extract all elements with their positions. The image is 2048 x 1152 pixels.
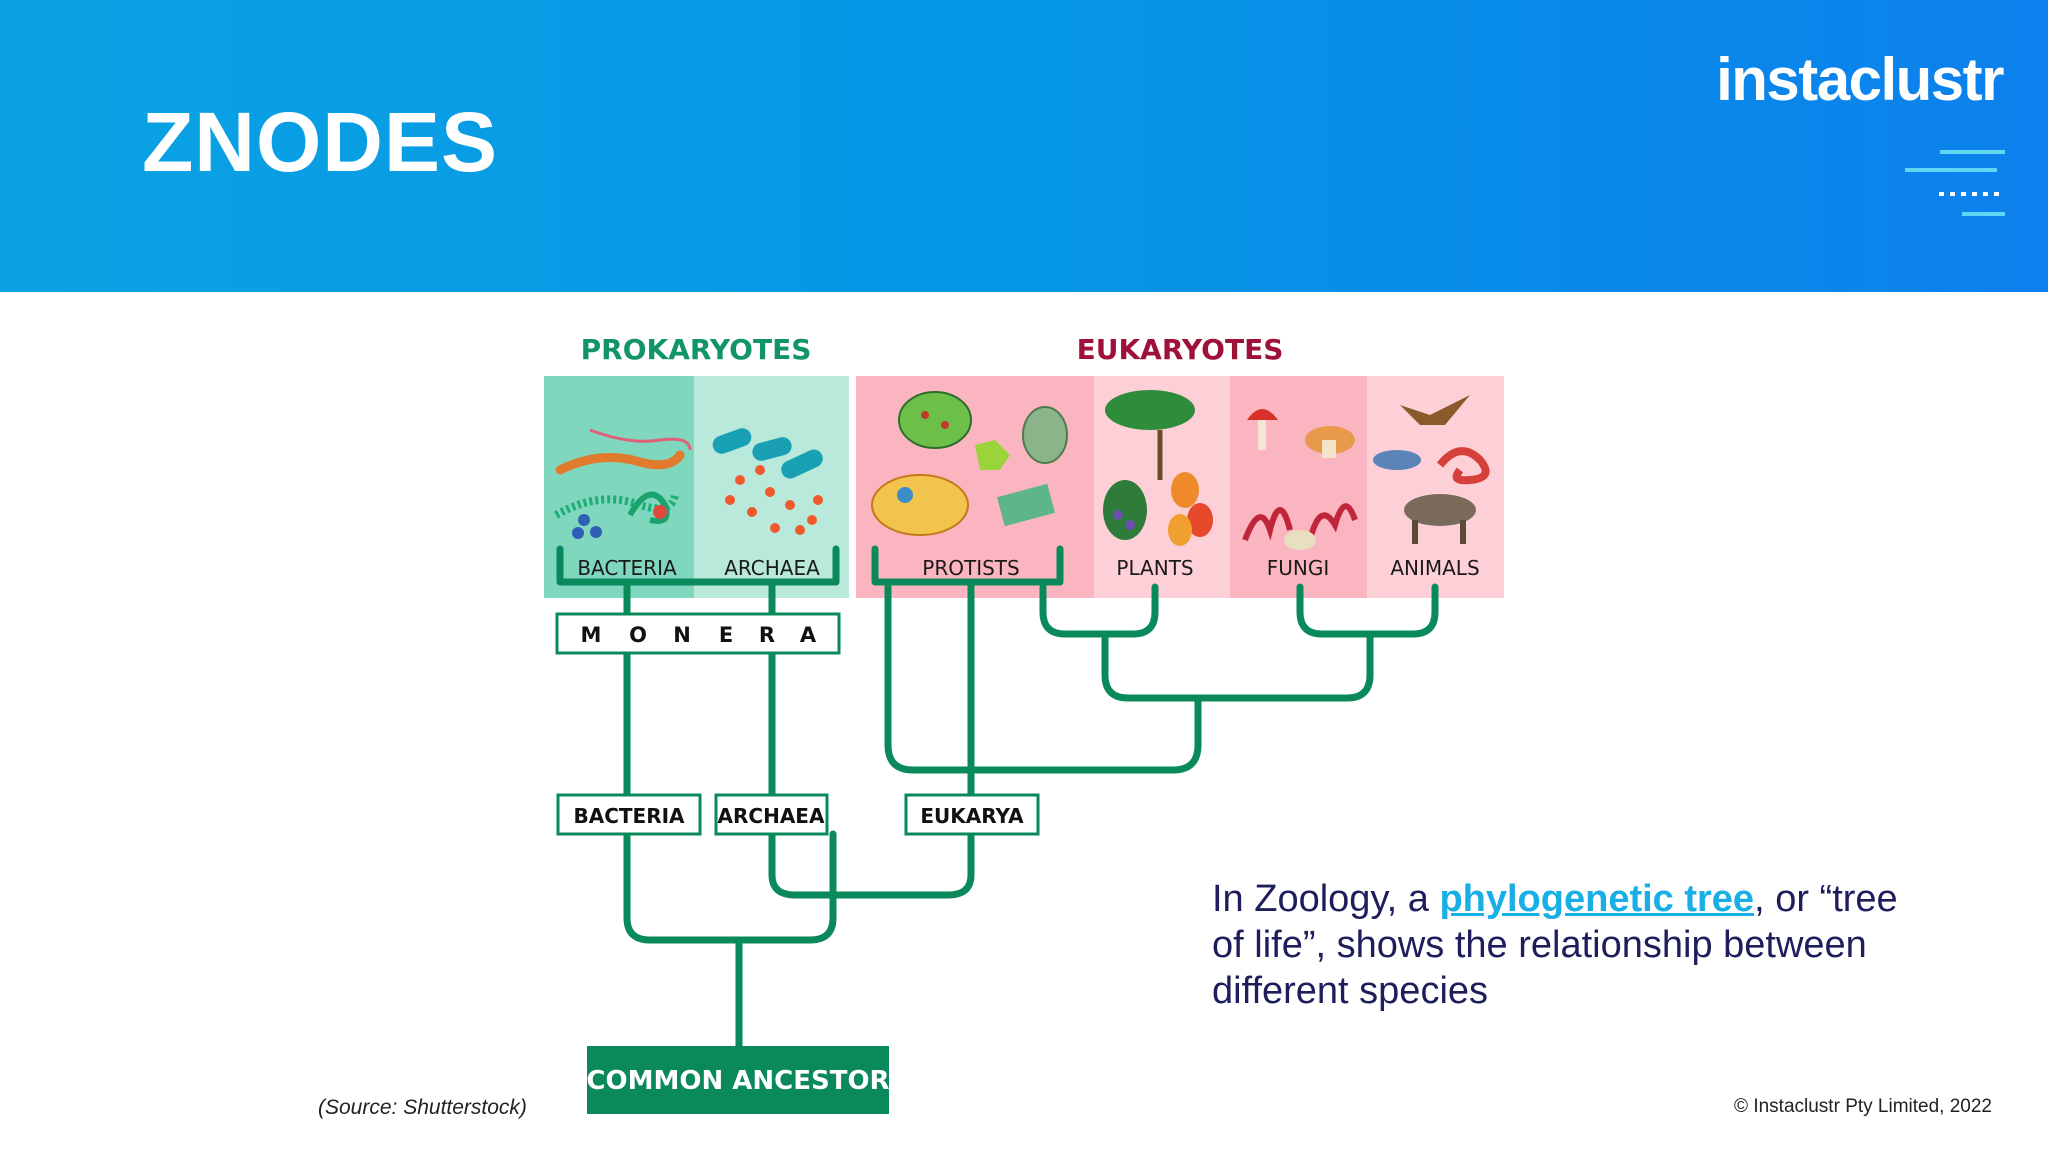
bacteria-illustration — [554, 428, 692, 539]
header-banner — [0, 0, 2048, 292]
tree-branches — [556, 545, 1439, 1050]
plants-panel-label: PLANTS — [1116, 556, 1193, 580]
common-ancestor-box — [587, 1046, 889, 1114]
phylogenetic-tree-link[interactable]: phylogenetic tree — [1439, 878, 1755, 920]
description-text: In Zoology, a phylogenetic tree, or “tre… — [1212, 876, 1932, 1014]
eukarya-domain-label: EUKARYA — [920, 804, 1024, 828]
animals-panel-label: ANIMALS — [1390, 556, 1479, 580]
bacteria-panel — [544, 376, 694, 598]
archaea-illustration — [712, 428, 823, 535]
description-rest: , or “tree of life”, shows the relations… — [1212, 878, 1898, 1012]
monera-letter: M — [581, 623, 602, 647]
source-credit: (Source: Shutterstock) — [318, 1096, 527, 1119]
animals-illustration — [1373, 395, 1490, 544]
monera-box — [555, 612, 841, 655]
description-intro: In Zoology, a — [1212, 878, 1440, 920]
fungi-panel-label: FUNGI — [1267, 556, 1330, 580]
monera-letter: O — [629, 623, 647, 647]
monera-letter: E — [719, 623, 733, 647]
fungi-panel — [1230, 376, 1367, 598]
bacteria-domain-box — [556, 793, 702, 836]
bacteria-panel-label: BACTERIA — [577, 556, 677, 580]
eukarya-domain-box — [904, 793, 1040, 836]
prokaryotes-heading: PROKARYOTES — [581, 333, 812, 366]
monera-letter: N — [673, 623, 691, 647]
bacteria-domain-label: BACTERIA — [573, 804, 685, 828]
instaclustr-logo: instaclustr — [1716, 46, 2004, 113]
protists-illustration — [871, 391, 1068, 536]
monera-letter: R — [759, 623, 775, 647]
copyright-notice: © Instaclustr Pty Limited, 2022 — [1734, 1096, 1992, 1117]
plants-illustration — [1103, 390, 1213, 546]
archaea-panel — [694, 376, 849, 598]
archaea-domain-box — [714, 793, 829, 836]
fungi-illustration — [1242, 409, 1358, 550]
archaea-domain-label: ARCHAEA — [718, 804, 825, 828]
page-title: ZNODES — [142, 95, 499, 189]
common-ancestor-label: COMMON ANCESTOR — [586, 1066, 889, 1096]
protists-panel-label: PROTISTS — [922, 556, 1019, 580]
logo-lines-icon — [1905, 150, 2005, 216]
archaea-panel-label: ARCHAEA — [724, 556, 820, 580]
monera-letter: A — [800, 623, 817, 647]
eukaryotes-heading: EUKARYOTES — [1077, 333, 1284, 366]
